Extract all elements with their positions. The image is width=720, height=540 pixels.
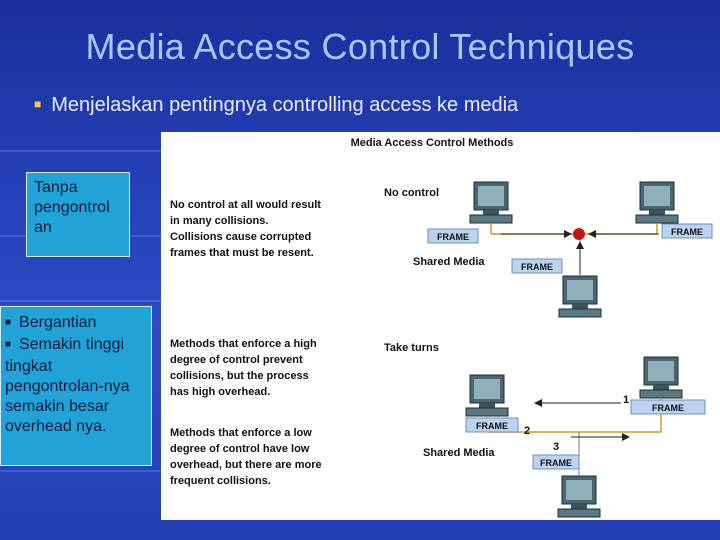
step-number: 3 — [553, 441, 559, 453]
callout-bullet-text: Semakin tinggi tingkat pengontrolan-nya … — [5, 336, 130, 435]
callout-bullet: ■Semakin tinggi tingkat pengontrolan-nya… — [5, 335, 147, 437]
callout-take-turns: ■Bergantian ■Semakin tinggi tingkat peng… — [0, 306, 152, 466]
no-control-label: No control — [384, 187, 439, 199]
frame-label: FRAME — [476, 421, 508, 431]
desc-no-control-line: frames that must be resent. — [170, 247, 314, 259]
bullet-item: ■ Menjelaskan pentingnya controlling acce… — [34, 94, 518, 117]
computer-icon — [639, 356, 683, 399]
frame-label: FRAME — [671, 227, 703, 237]
square-bullet-icon: ■ — [5, 339, 12, 350]
desc-low-control-line: overhead, but there are more — [170, 459, 322, 471]
desc-low-control-line: Methods that enforce a low — [170, 427, 312, 439]
frame-box — [661, 223, 713, 239]
computer-icon — [465, 374, 509, 417]
frame-label: FRAME — [540, 458, 572, 468]
desc-high-control-line: degree of control prevent — [170, 354, 303, 366]
frame-box — [427, 228, 479, 244]
desc-high-control-line: has high overhead. — [170, 386, 270, 398]
desc-high-control-line: collisions, but the process — [170, 370, 309, 382]
step-number: 2 — [524, 425, 530, 437]
step-number: 1 — [623, 394, 629, 406]
desc-no-control-line: in many collisions. — [170, 215, 268, 227]
computer-icon — [469, 181, 513, 224]
desc-no-control-line: No control at all would result — [170, 199, 321, 211]
frame-box — [630, 399, 706, 415]
desc-no-control-line: Collisions cause corrupted — [170, 231, 311, 243]
frame-label: FRAME — [652, 403, 684, 413]
computer-icon — [558, 275, 602, 318]
computer-icon — [635, 181, 679, 224]
desc-high-control-line: Methods that enforce a high — [170, 338, 317, 350]
figure-title: Media Access Control Methods — [351, 137, 514, 149]
square-bullet-icon: ■ — [34, 97, 42, 111]
frame-label: FRAME — [521, 262, 553, 272]
desc-low-control-line: degree of control have low — [170, 443, 310, 455]
frame-box — [532, 454, 580, 470]
frame-label: FRAME — [437, 232, 469, 242]
figure-drawing: Media Access Control Methods No control … — [170, 137, 713, 518]
collision-icon — [573, 228, 585, 240]
frame-box — [511, 258, 563, 274]
bullet-text: Menjelaskan pentingnya controlling acces… — [51, 94, 519, 116]
frame-box — [465, 417, 519, 433]
slide-title: Media Access Control Techniques — [85, 26, 635, 67]
shared-media-label: Shared Media — [423, 447, 495, 459]
desc-low-control-line: frequent collisions. — [170, 475, 271, 487]
callout-bullet: ■ Bergantian — [5, 313, 147, 335]
square-bullet-icon: ■ — [5, 317, 12, 328]
media-access-figure: Media Access Control Methods No control … — [161, 132, 720, 520]
callout-bullet-text: Bergantian — [19, 314, 97, 331]
shared-media-label: Shared Media — [413, 256, 485, 268]
computer-icon — [557, 475, 601, 518]
take-turns-label: Take turns — [384, 342, 439, 354]
callout-no-control: Tanpa pengontrol an — [26, 172, 130, 257]
